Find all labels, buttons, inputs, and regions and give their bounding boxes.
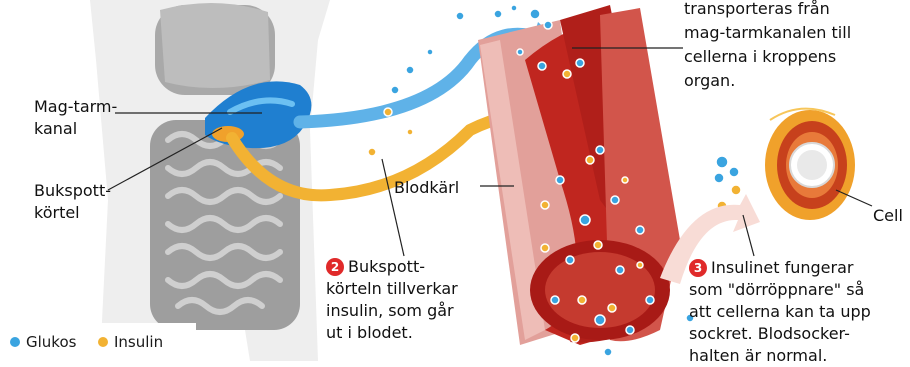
step-3-line-2: som "dörröppnare" så [689, 279, 871, 301]
legend-item-glucose: Glukos [10, 333, 76, 351]
glucose-swatch [10, 337, 20, 347]
step-2-line-1: Bukspott- [348, 257, 425, 276]
legend-insulin-label: Insulin [114, 333, 163, 351]
legend-glucose-label: Glukos [26, 333, 76, 351]
step-3-line-4: sockret. Blodsocker- [689, 323, 871, 345]
transport-line-4: organ. [684, 69, 851, 93]
insulin-swatch [98, 337, 108, 347]
step-2-line-4: ut i blodet. [326, 322, 458, 344]
gi-tract-line-2: kanal [34, 118, 117, 140]
transport-label: transporteras från mag-tarmkanalen till … [684, 0, 851, 93]
cell [765, 109, 855, 220]
legend-item-insulin: Insulin [98, 333, 163, 351]
step-2-line-2: körteln tillverkar [326, 278, 458, 300]
gi-tract-label: Mag-tarm- kanal [34, 96, 117, 140]
step-3-line-1: Insulinet fungerar [711, 258, 853, 277]
step-3-badge: 3 [689, 259, 707, 277]
blood-vessel [478, 5, 680, 345]
step-2-line-3: insulin, som går [326, 300, 458, 322]
pancreas-label: Bukspott- körtel [34, 180, 111, 224]
step-2-badge: 2 [326, 258, 344, 276]
pancreas-line-1: Bukspott- [34, 180, 111, 202]
step-3-line-3: att cellerna kan ta upp [689, 301, 871, 323]
transport-line-3: cellerna i kroppens [684, 45, 851, 69]
step-3-line-5: halten är normal. [689, 345, 871, 367]
transport-line-2: mag-tarmkanalen till [684, 21, 851, 45]
cell-label: Cell [873, 205, 903, 227]
vessel-label: Blodkärl [394, 177, 459, 199]
transport-line-1: transporteras från [684, 0, 851, 21]
gi-tract-line-1: Mag-tarm- [34, 96, 117, 118]
legend: Glukos Insulin [0, 323, 196, 361]
pancreas-line-2: körtel [34, 202, 111, 224]
